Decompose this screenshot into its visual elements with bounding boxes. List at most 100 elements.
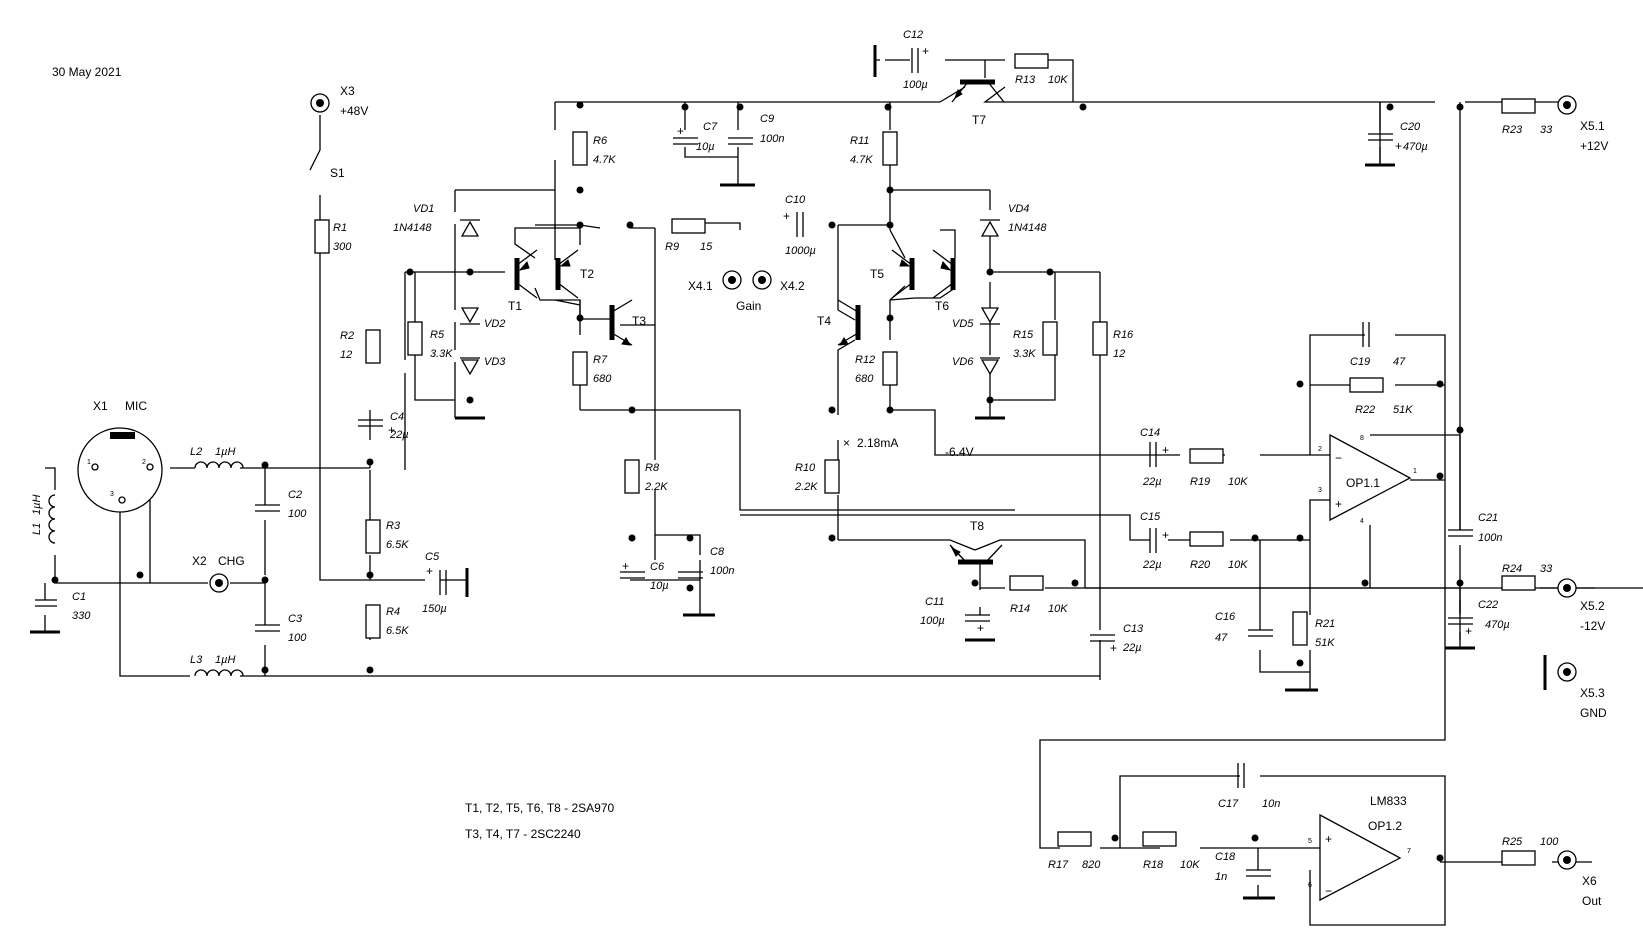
c11-plus: + bbox=[977, 621, 984, 635]
t7-symbol bbox=[951, 79, 1005, 103]
r15-body bbox=[1042, 321, 1058, 356]
c14-plus: + bbox=[1162, 443, 1169, 457]
r23-body bbox=[1501, 98, 1536, 114]
x1-ref: X1 bbox=[93, 399, 108, 413]
c1-ref: C1 bbox=[72, 591, 86, 603]
vd6-ref: VD6 bbox=[952, 356, 974, 368]
c21-body bbox=[1448, 529, 1473, 537]
r16-ref: R16 bbox=[1113, 329, 1134, 341]
r13-value: 10K bbox=[1048, 74, 1068, 86]
r1-body bbox=[314, 219, 330, 254]
c3-body bbox=[255, 624, 280, 632]
r6-ref: R6 bbox=[593, 135, 608, 147]
x5-3-terminal bbox=[1557, 662, 1577, 682]
t3-ref: T3 bbox=[632, 314, 646, 328]
x5-3-name: GND bbox=[1580, 706, 1607, 720]
r22-ref: R22 bbox=[1355, 404, 1375, 416]
c16-body bbox=[1248, 629, 1273, 637]
c7-value: 10µ bbox=[696, 141, 715, 153]
c4-body bbox=[358, 419, 383, 427]
x2-name: CHG bbox=[218, 554, 245, 568]
vd1-ref: VD1 bbox=[413, 203, 434, 215]
r19-body bbox=[1189, 448, 1224, 464]
op1-1-minus: − bbox=[1335, 451, 1342, 465]
r15-ref: R15 bbox=[1013, 329, 1034, 341]
r9-body bbox=[671, 218, 706, 234]
t5-ref: T5 bbox=[870, 267, 884, 281]
r21-value: 51K bbox=[1315, 637, 1335, 649]
r8-value: 2.2K bbox=[644, 481, 668, 493]
op1-2-ref: OP1.2 bbox=[1368, 819, 1402, 833]
t2-ref: T2 bbox=[580, 267, 594, 281]
op1-2-pin7: 7 bbox=[1407, 848, 1411, 855]
r2-value: 12 bbox=[340, 349, 352, 361]
r21-body bbox=[1292, 611, 1308, 646]
l1-coil bbox=[48, 494, 56, 544]
t8-ref: T8 bbox=[970, 519, 984, 533]
transistors bbox=[514, 79, 1005, 565]
t6-symbol bbox=[932, 249, 956, 299]
r19-value: 10K bbox=[1228, 476, 1248, 488]
vd2-ref: VD2 bbox=[484, 318, 505, 330]
c13-value: 22µ bbox=[1122, 642, 1142, 654]
x5-3-ref: X5.3 bbox=[1580, 686, 1605, 700]
c21-value: 100n bbox=[1478, 532, 1502, 544]
r16-value: 12 bbox=[1113, 348, 1125, 360]
c20-plus: + bbox=[1395, 139, 1402, 153]
x2-ref: X2 bbox=[192, 554, 207, 568]
vd4-value: 1N4148 bbox=[1008, 222, 1047, 234]
l2-ref: L2 bbox=[190, 446, 202, 458]
c3-value: 100 bbox=[288, 632, 307, 644]
c5-value: 150µ bbox=[422, 603, 447, 615]
c9-value: 100n bbox=[760, 133, 784, 145]
c4-value: 22µ bbox=[389, 429, 409, 441]
wires bbox=[44, 59, 1643, 926]
vd6-symbol bbox=[980, 357, 1000, 376]
c13-body bbox=[1090, 634, 1115, 642]
vd5-ref: VD5 bbox=[952, 318, 974, 330]
op1-1-ref: OP1.1 bbox=[1346, 476, 1380, 490]
r18-body bbox=[1142, 831, 1177, 847]
r22-value: 51K bbox=[1393, 404, 1413, 416]
junctions bbox=[51, 101, 1464, 862]
x1-name: MIC bbox=[125, 399, 147, 413]
c17-ref: C17 bbox=[1218, 798, 1239, 810]
c18-ref: C18 bbox=[1215, 851, 1236, 863]
c17-value: 10n bbox=[1262, 798, 1280, 810]
vd3-ref: VD3 bbox=[484, 356, 506, 368]
x4-2-terminal bbox=[752, 270, 772, 290]
r14-value: 10K bbox=[1048, 603, 1068, 615]
c15-value: 22µ bbox=[1142, 559, 1162, 571]
c5-plus: + bbox=[426, 564, 433, 578]
r17-ref: R17 bbox=[1048, 859, 1069, 871]
t3-symbol bbox=[609, 299, 633, 346]
r7-value: 680 bbox=[593, 373, 612, 385]
s1-ref: S1 bbox=[330, 166, 345, 180]
x4-2-ref: X4.2 bbox=[780, 279, 805, 293]
r8-body bbox=[624, 459, 640, 494]
x3-terminal bbox=[310, 93, 330, 113]
c1-value: 330 bbox=[72, 610, 91, 622]
r5-ref: R5 bbox=[430, 329, 445, 341]
op1-1-pin4: 4 bbox=[1360, 518, 1364, 525]
r24-value: 33 bbox=[1540, 563, 1553, 575]
r1-ref: R1 bbox=[333, 222, 347, 234]
r2-ref: R2 bbox=[340, 330, 354, 342]
c20-ref: C20 bbox=[1400, 121, 1421, 133]
c15-body bbox=[1149, 528, 1157, 553]
r17-body bbox=[1057, 831, 1092, 847]
l2-coil bbox=[194, 461, 244, 469]
c19-value: 47 bbox=[1393, 356, 1406, 368]
x5-1-name: +12V bbox=[1580, 139, 1608, 153]
t7-ref: T7 bbox=[972, 113, 986, 127]
l2-value: 1µH bbox=[215, 446, 235, 458]
r25-body bbox=[1501, 850, 1536, 866]
t4-symbol bbox=[837, 299, 861, 346]
inductors bbox=[48, 461, 244, 677]
r7-body bbox=[572, 351, 588, 386]
r13-ref: R13 bbox=[1015, 74, 1036, 86]
c10-ref: C10 bbox=[785, 194, 806, 206]
c13-plus: + bbox=[1110, 641, 1117, 655]
t5-symbol bbox=[891, 249, 915, 299]
date-label: 30 May 2021 bbox=[52, 65, 122, 79]
